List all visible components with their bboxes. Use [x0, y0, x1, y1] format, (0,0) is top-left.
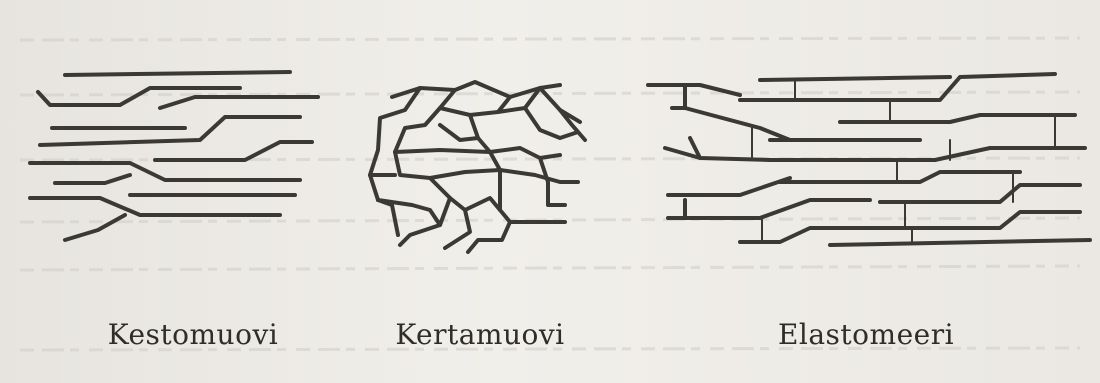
- label-thermoplastic: Kestomuovi: [108, 318, 278, 351]
- label-thermoset: Kertamuovi: [395, 318, 564, 351]
- thermoplastic-chains: [30, 72, 318, 240]
- thermoset-network: [370, 82, 585, 252]
- label-elastomer: Elastomeeri: [778, 318, 954, 351]
